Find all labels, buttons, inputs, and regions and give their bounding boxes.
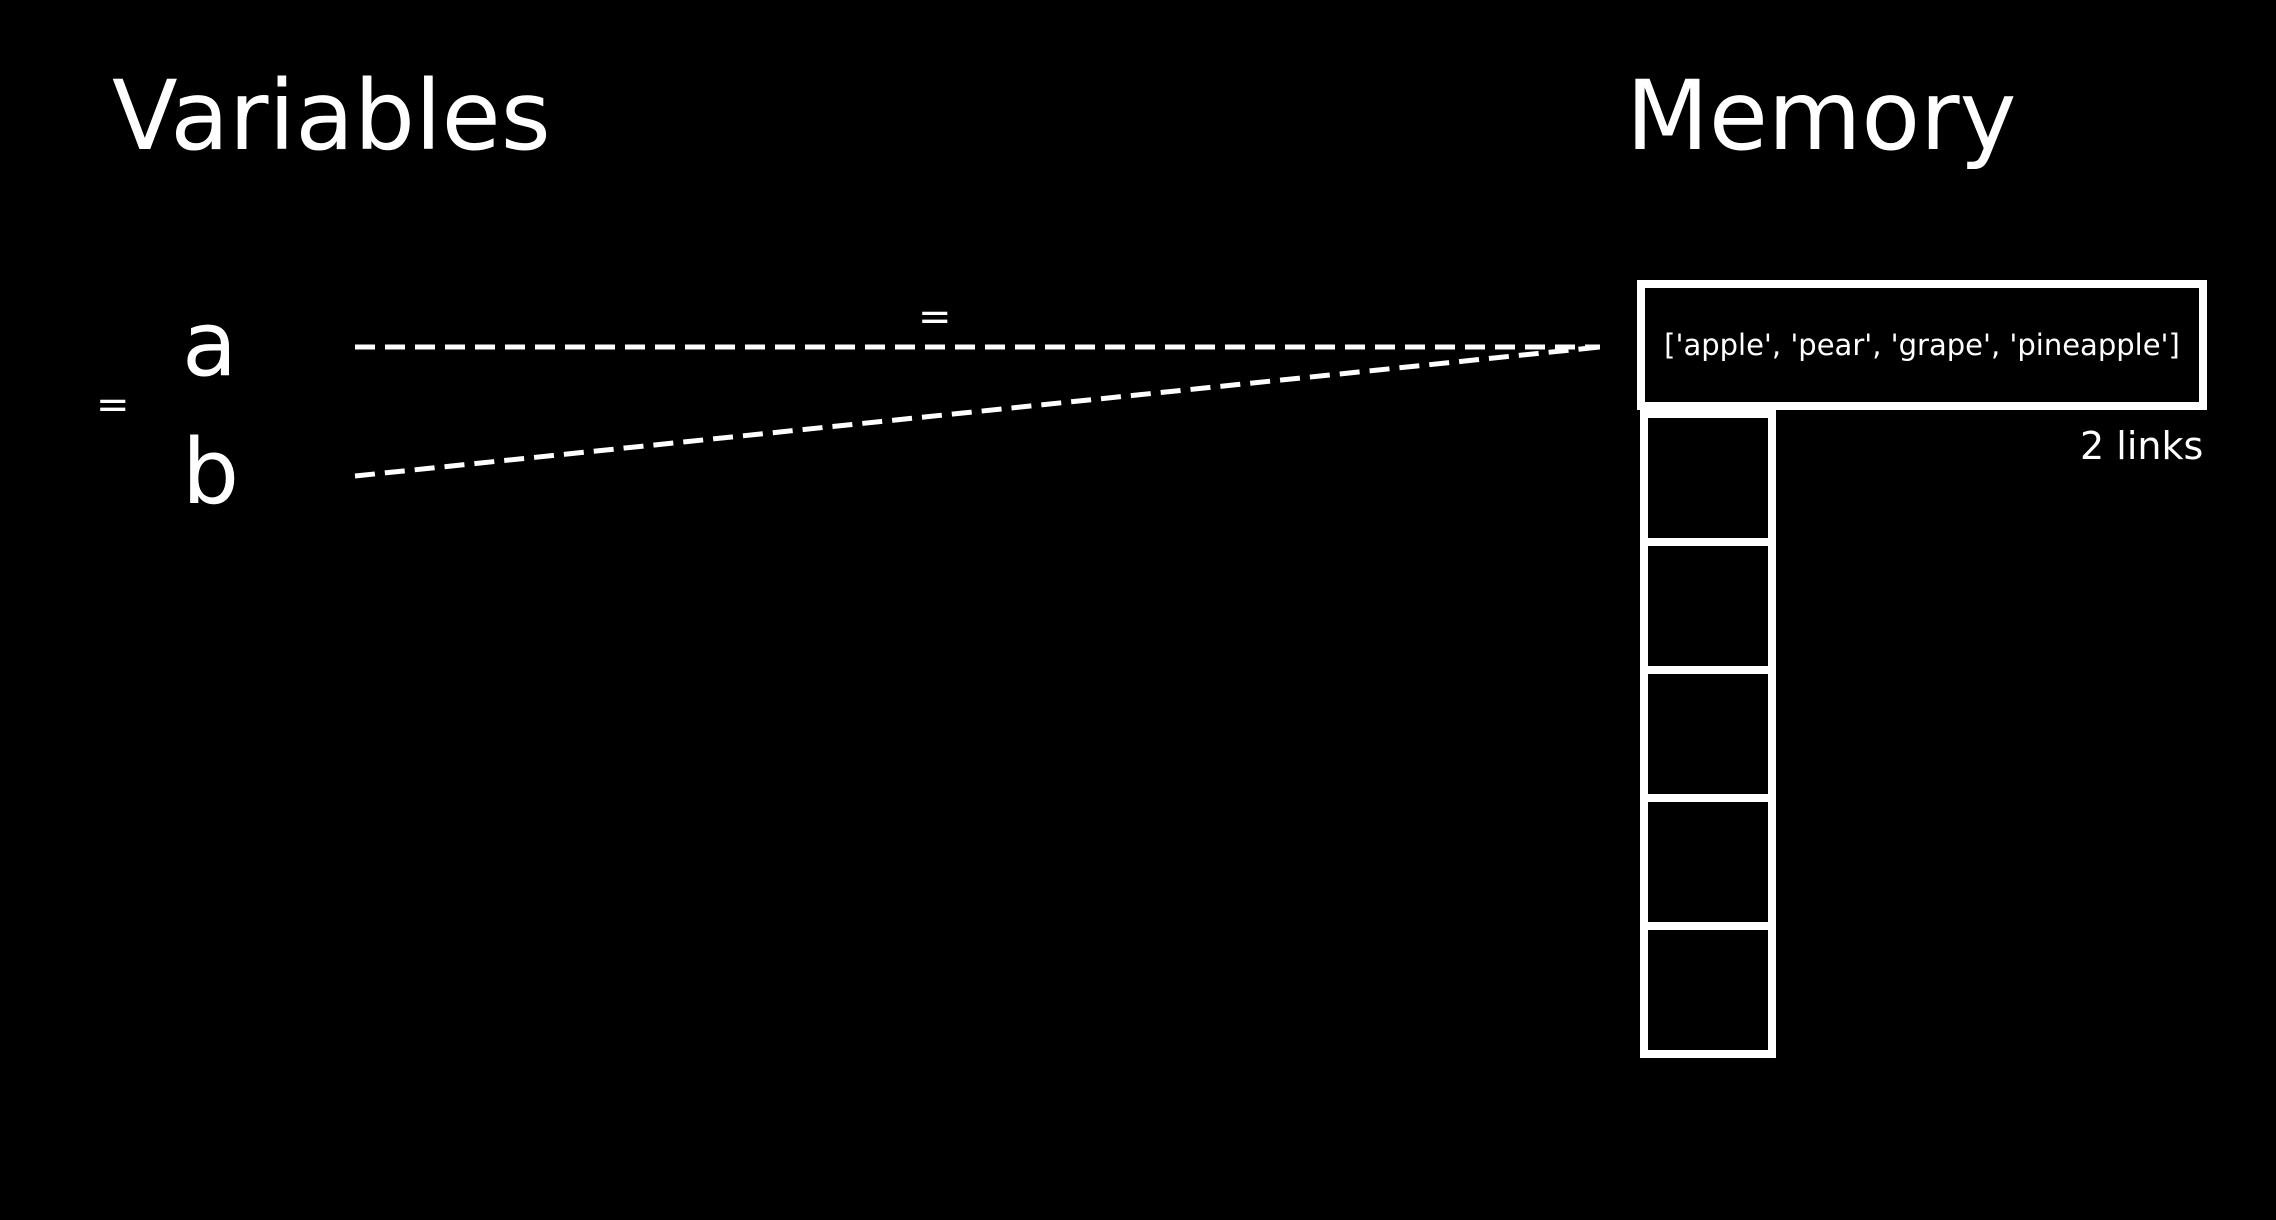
memory-heading: Memory	[1626, 60, 2017, 172]
assignment-sign-top: =	[918, 294, 952, 340]
variable-b: b	[182, 420, 240, 525]
variables-heading: Variables	[112, 60, 551, 172]
memory-cell	[1640, 538, 1776, 674]
list-object-box: ['apple', 'pear', 'grape', 'pineapple']	[1637, 280, 2207, 410]
assignment-sign-left: =	[96, 382, 130, 428]
memory-cell	[1640, 666, 1776, 802]
list-object-value: ['apple', 'pear', 'grape', 'pineapple']	[1664, 328, 2180, 362]
memory-cell	[1640, 794, 1776, 930]
variable-a: a	[182, 292, 238, 397]
reference-line-b	[354, 344, 1601, 479]
memory-cell	[1640, 410, 1776, 546]
reference-count-label: 2 links	[2080, 424, 2204, 468]
memory-cell	[1640, 922, 1776, 1058]
